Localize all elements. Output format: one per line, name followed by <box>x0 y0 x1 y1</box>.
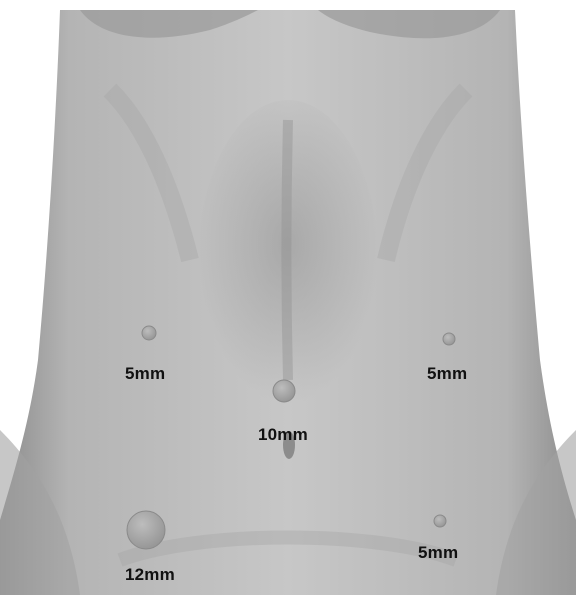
port-left-lower <box>127 511 165 549</box>
port-label-right-lower: 5mm <box>418 543 458 563</box>
port-right-upper <box>443 333 455 345</box>
port-umbilical <box>273 380 295 402</box>
port-label-right-upper: 5mm <box>427 364 467 384</box>
port-right-lower <box>434 515 446 527</box>
port-label-umbilical: 10mm <box>258 425 308 445</box>
port-label-left-upper: 5mm <box>125 364 165 384</box>
port-left-upper <box>142 326 156 340</box>
port-label-left-lower: 12mm <box>125 565 175 585</box>
